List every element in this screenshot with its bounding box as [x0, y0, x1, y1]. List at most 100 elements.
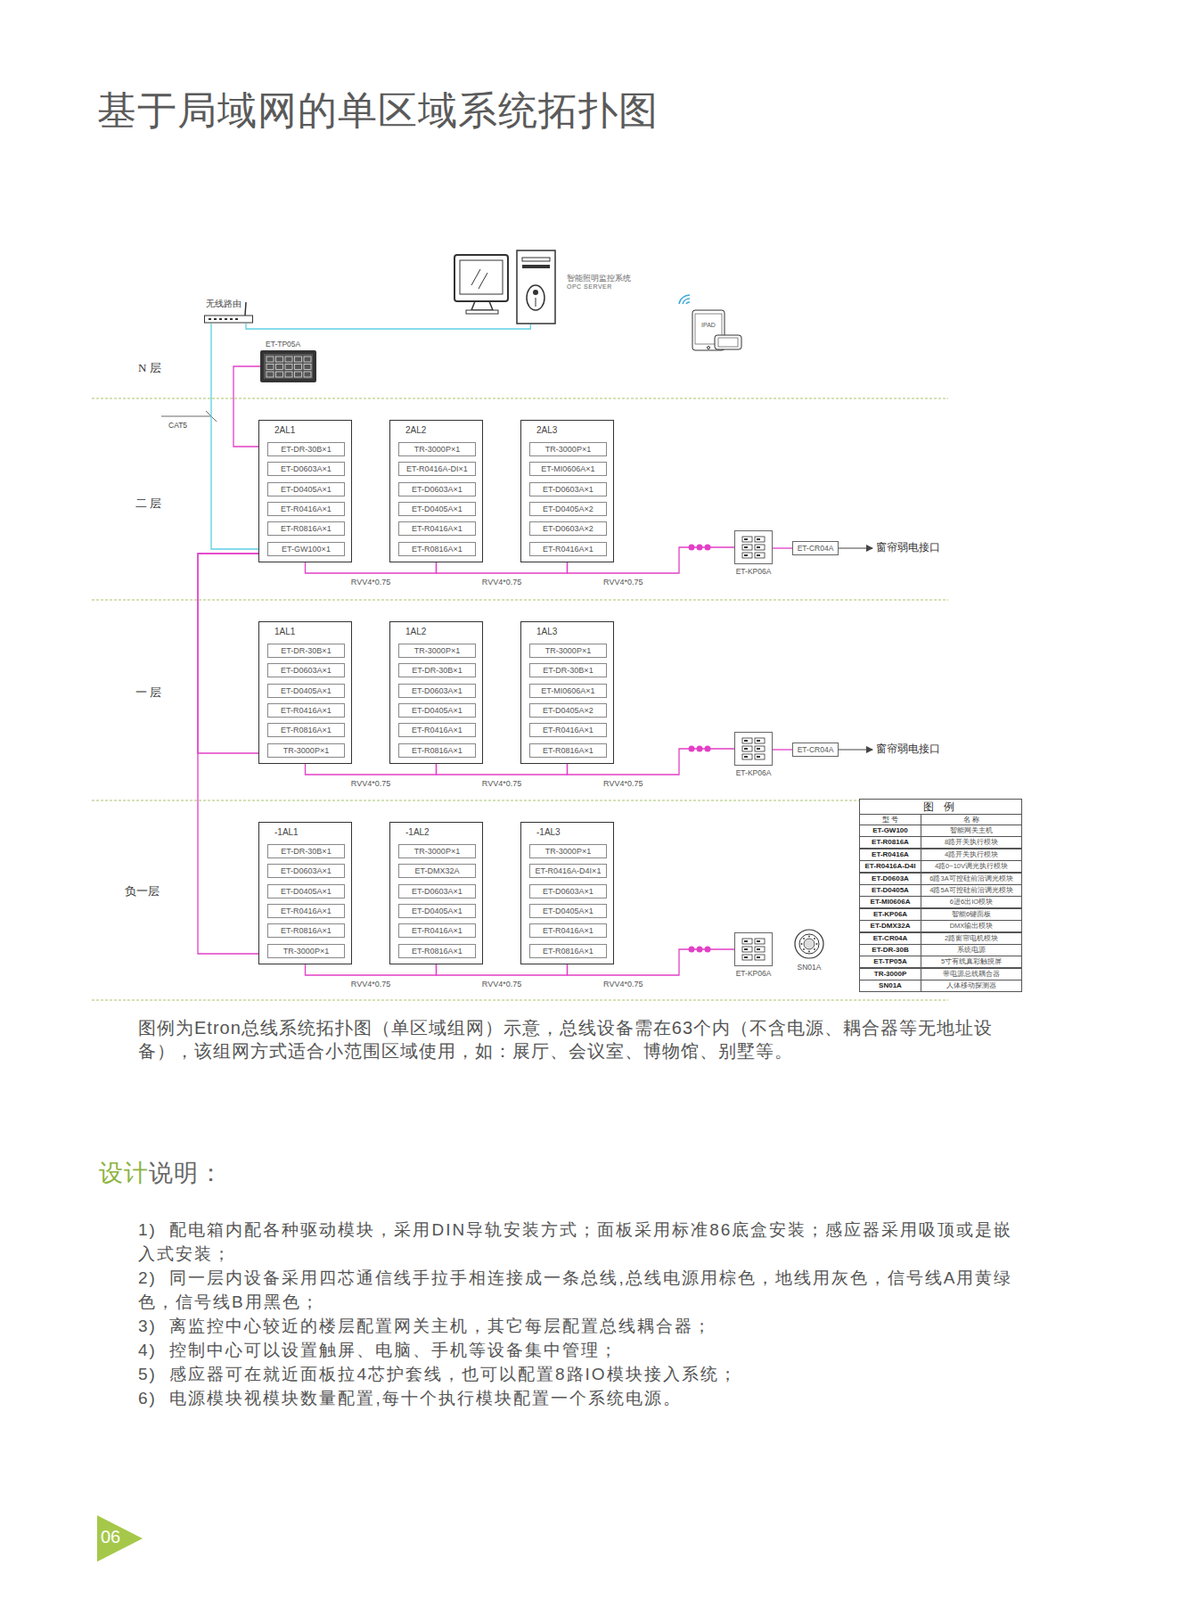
graphic-part [742, 753, 753, 760]
distribution-cabinet: -1AL1ET-DR-30B×1ET-D0603A×1ET-D0405A×1ET… [258, 821, 353, 965]
graphic-part [808, 950, 811, 953]
floor-label: 二 层 [135, 495, 162, 512]
module-name: ET-R0416A-DI×1 [399, 462, 475, 475]
legend-cell: 4路0~10V调光执行模块 [920, 859, 1023, 873]
bus-wire [197, 553, 259, 754]
module-box: ET-R0416A×1 [267, 703, 345, 718]
module-name: ET-D0405A×1 [268, 483, 344, 496]
graphic-part [744, 554, 748, 557]
graphic-part [466, 310, 499, 314]
graphic-part [303, 356, 312, 362]
module-box: ET-R0816A×1 [267, 521, 345, 536]
graphic-part [263, 353, 313, 379]
floor-label: N 层 [138, 360, 162, 377]
bus-wire [305, 964, 437, 975]
module-name: ET-DR-30B×1 [530, 663, 606, 677]
module-name: TR-3000P×1 [530, 442, 606, 456]
module-box: TR-3000P×1 [398, 643, 476, 658]
graphic-part [744, 755, 748, 758]
curtain-module: ET-CR04A [792, 742, 839, 757]
graphic-part [756, 948, 761, 950]
module-name: ET-R0816A×1 [399, 744, 475, 757]
module-name: ET-R0416A×1 [530, 723, 606, 737]
module-name: TR-3000P×1 [399, 844, 475, 858]
graphic-part [219, 318, 222, 320]
module-name: ET-R0416A×1 [399, 723, 475, 737]
device-label: ET-KP06A [736, 968, 772, 978]
graphic-part [744, 948, 748, 950]
graphic-part [756, 747, 761, 750]
module-box: ET-R0816A×1 [398, 943, 476, 958]
cabinet-title: 2AL3 [536, 425, 557, 435]
module-name: ET-R0416A×1 [399, 924, 475, 937]
module-box: ET-D0603A×1 [398, 884, 476, 899]
module-box: TR-3000P×1 [398, 442, 476, 457]
graphic-part [686, 302, 690, 304]
module-name: ET-D0603A×1 [530, 884, 606, 898]
module-name: ET-R0816A×1 [399, 542, 475, 556]
legend-cell: 图 例 [859, 798, 1023, 815]
graphic-part [691, 309, 726, 352]
interface-label: 窗帘弱电接口 [876, 540, 941, 556]
module-name: ET-D0405A×1 [399, 502, 475, 516]
design-note: 1) 配电箱内配各种驱动模块，采用DIN导轨安装方式；面板采用标准86底盒安装；… [138, 1217, 1030, 1266]
continuation-dot [696, 544, 704, 551]
graphic-part [459, 260, 503, 295]
module-box: TR-3000P×1 [267, 743, 345, 758]
graphic-part [454, 254, 508, 302]
continuation-dot [704, 745, 712, 753]
module-name: ET-R0816A×1 [268, 522, 344, 535]
module-box: ET-D0603A×2 [529, 521, 607, 536]
graphic-part [266, 356, 274, 362]
legend-cell: ET-R0416A-D4I [859, 859, 922, 873]
module-box: ET-R0416A×1 [398, 923, 476, 938]
graphic-part [794, 929, 824, 958]
graphic-part [707, 346, 711, 350]
module-name: ET-D0405A×1 [399, 704, 475, 717]
module-name: ET-DR-30B×1 [268, 442, 344, 456]
module-name: ET-D0405A×1 [268, 884, 344, 898]
module-box: ET-D0405A×1 [267, 884, 345, 899]
distribution-cabinet: 1AL1ET-DR-30B×1ET-D0603A×1ET-D0405A×1ET-… [258, 621, 353, 764]
graphic-part [294, 371, 303, 377]
interface-label: 窗帘弱电接口 [876, 741, 941, 757]
bus-wire [772, 748, 793, 750]
graphic-part [471, 269, 481, 286]
graphic-part [303, 371, 312, 377]
graphic-part [744, 546, 748, 549]
module-box: ET-DMX32A [398, 863, 476, 878]
device-label: 无线路由 [205, 297, 242, 311]
graphic-part [744, 747, 748, 750]
bus-wire [772, 547, 793, 549]
module-name: ET-R0416A×1 [530, 542, 606, 556]
wire-label: RVV4*0.75 [349, 778, 393, 788]
module-name: ET-D0603A×2 [530, 522, 606, 535]
graphic-part [679, 294, 690, 304]
distribution-cabinet: -1AL2TR-3000P×1ET-DMX32AET-D0603A×1ET-D0… [389, 821, 484, 965]
module-name: ET-CR04A [793, 743, 838, 756]
key-panel: ET-KP06A [734, 932, 773, 967]
graphic-part [756, 956, 761, 958]
distribution-cabinet: 2AL1ET-DR-30B×1ET-D0603A×1ET-D0405A×1ET-… [258, 419, 353, 563]
module-name: ET-D0603A×1 [268, 462, 344, 475]
graphic-part [744, 538, 748, 541]
module-box: ET-R0816A×1 [398, 743, 476, 758]
graphic-part [718, 337, 738, 347]
distribution-cabinet: 2AL2TR-3000P×1ET-R0416A-DI×1ET-D0603A×1E… [389, 419, 484, 563]
module-name: ET-R0816A×1 [268, 924, 344, 937]
floor-dividers [91, 398, 949, 1000]
bus-wire [305, 562, 437, 574]
graphic-part [235, 318, 238, 320]
module-name: ET-D0603A×1 [399, 483, 475, 496]
wire-label: RVV4*0.75 [601, 577, 645, 587]
module-box: ET-R0416A×1 [398, 722, 476, 737]
module-box: ET-R0816A×1 [529, 943, 607, 958]
graphic-part [754, 954, 765, 960]
graphic-part [224, 318, 228, 320]
module-box: ET-D0405A×2 [529, 501, 607, 516]
graphic-part [742, 552, 753, 558]
graphic-part [816, 942, 819, 945]
distribution-cabinet: 1AL3TR-3000P×1ET-DR-30B×1ET-MI0606A×1ET-… [520, 621, 615, 764]
module-name: ET-DMX32A [399, 864, 475, 877]
device-label: ET-KP06A [736, 768, 772, 778]
